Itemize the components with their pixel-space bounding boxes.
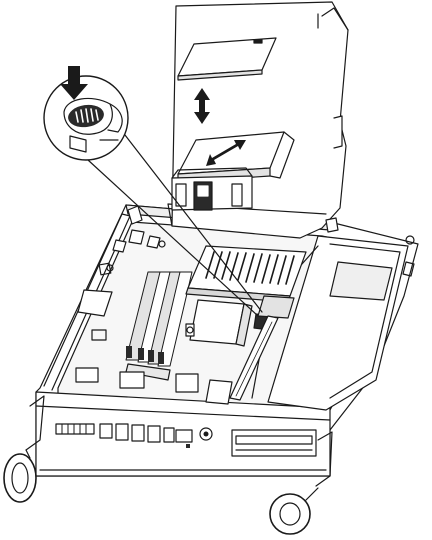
cpu-area xyxy=(75,229,295,405)
latch-tab-icon xyxy=(63,97,123,153)
left-handle-link xyxy=(25,449,31,459)
lid-hinge xyxy=(325,217,339,233)
cpu-block-side xyxy=(235,303,253,347)
front-port xyxy=(175,429,193,443)
down-arrow-icon xyxy=(60,66,88,100)
heatsink-fin xyxy=(253,253,263,283)
screw xyxy=(106,264,114,272)
socket-housing xyxy=(257,295,295,319)
right-compartment-tab xyxy=(402,261,415,277)
front-port xyxy=(147,425,161,443)
detail-callout xyxy=(43,66,263,317)
diagonal-double-arrow-icon xyxy=(206,140,246,166)
heatsink-fin xyxy=(229,252,239,281)
heatsink-fin xyxy=(213,251,223,279)
heatsink-fin xyxy=(277,255,287,285)
riser-connector-inner xyxy=(235,321,273,397)
boot-media-card xyxy=(177,37,277,81)
front-port xyxy=(115,423,129,441)
right-handle-link xyxy=(305,487,319,501)
dimm-latch xyxy=(148,350,154,362)
pull-handle-icon xyxy=(3,395,45,503)
cpu-block xyxy=(189,299,245,345)
front-button-inner xyxy=(203,431,209,437)
left-handle-arm xyxy=(25,395,45,451)
component xyxy=(77,289,113,317)
component xyxy=(175,373,199,393)
component xyxy=(75,367,99,383)
front-panel xyxy=(55,423,317,457)
standoff xyxy=(112,239,127,253)
lid-rim xyxy=(321,7,349,31)
lid-tab xyxy=(333,115,343,149)
component xyxy=(98,262,112,276)
dimm-slot xyxy=(157,271,193,367)
component xyxy=(119,371,145,389)
heatsink-fin xyxy=(205,251,215,279)
front-ports xyxy=(55,423,213,448)
boot-media-notch xyxy=(253,39,263,44)
heatsink-fin xyxy=(261,254,271,284)
right-compartment-screw xyxy=(405,235,415,245)
heatsink-fin xyxy=(237,252,247,281)
dimm-shadow xyxy=(125,363,171,381)
heatsink-base xyxy=(187,245,307,297)
dimm-slots xyxy=(125,271,193,381)
latch-bracket-top xyxy=(171,167,253,179)
right-handle-ring-inner xyxy=(279,502,301,526)
standoff xyxy=(128,229,145,245)
heatsink-fin xyxy=(269,254,279,284)
heatsink-fin xyxy=(285,255,295,285)
pull-handle-icon xyxy=(269,431,333,535)
front-port xyxy=(55,423,95,435)
dimm-latch xyxy=(158,352,164,364)
latch-side xyxy=(175,183,187,207)
standoff xyxy=(146,235,161,249)
latch-bracket xyxy=(171,167,253,211)
heatsink xyxy=(185,245,307,303)
front-indicator xyxy=(186,444,190,448)
front-bay-inner xyxy=(235,435,313,445)
callout-leader-line xyxy=(117,125,263,313)
lid-fold xyxy=(167,203,327,227)
component xyxy=(205,379,233,405)
callout-leader-line xyxy=(87,159,259,317)
right-handle-arm xyxy=(315,431,333,487)
right-handle-ring xyxy=(269,493,311,535)
cpu-standoff xyxy=(185,323,195,337)
holder-side-wall xyxy=(269,131,295,179)
latch-side xyxy=(231,183,243,207)
dimm-latch xyxy=(126,346,132,358)
right-compartment-rim xyxy=(329,243,401,399)
right-compartment-strip xyxy=(329,261,393,301)
right-compartment xyxy=(251,235,415,411)
left-handle-ring-inner xyxy=(11,462,29,494)
latch-post-window xyxy=(197,185,209,197)
vertical-double-arrow-icon xyxy=(194,88,210,124)
boot-media-edge xyxy=(177,69,263,81)
lid-hinge xyxy=(127,205,143,225)
left-handle-ring xyxy=(3,453,37,503)
heatsink-fin xyxy=(245,253,255,283)
component xyxy=(91,329,107,341)
front-port xyxy=(163,427,175,443)
front-port xyxy=(99,423,113,439)
dimm-latch xyxy=(138,348,144,360)
front-face-top-edge xyxy=(35,405,331,421)
riser-connector xyxy=(229,315,279,401)
screw xyxy=(158,240,166,248)
boot-media-holder xyxy=(177,131,295,183)
screw xyxy=(186,326,194,334)
front-port xyxy=(131,424,145,442)
